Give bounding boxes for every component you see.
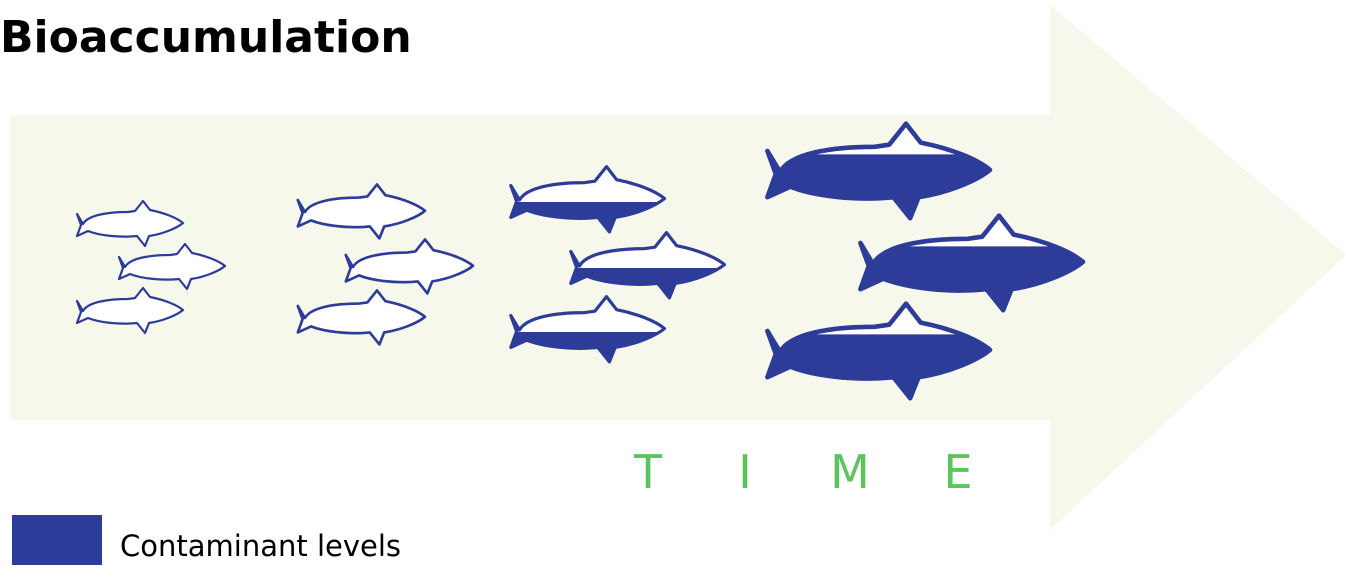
- diagram-title: Bioaccumulation: [0, 12, 412, 63]
- legend-swatch: [12, 515, 102, 565]
- time-label: T I M E: [633, 445, 973, 499]
- time-letter: I: [738, 445, 752, 499]
- time-letter: M: [830, 445, 870, 499]
- time-letter: T: [633, 445, 663, 499]
- legend-label: Contaminant levels: [120, 529, 401, 563]
- time-letter: E: [943, 445, 972, 499]
- legend: Contaminant levels: [12, 515, 401, 565]
